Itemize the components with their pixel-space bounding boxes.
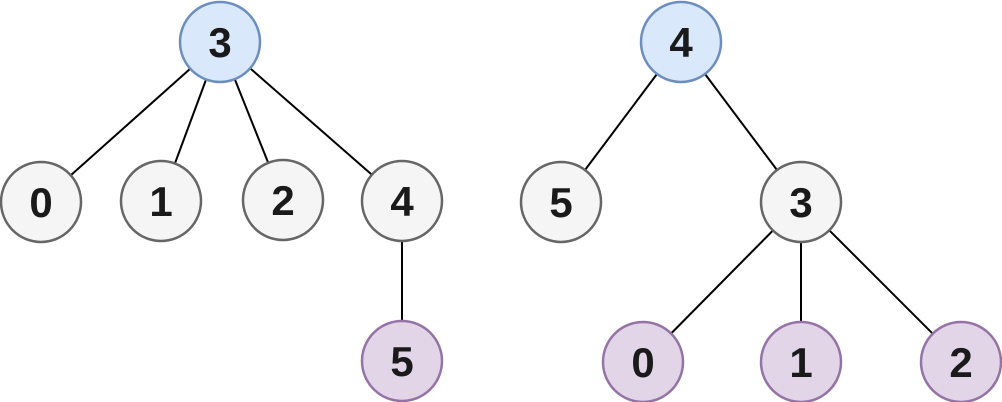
tree-edge-3-1 [173,79,208,164]
tree-node-label: 0 [29,179,52,226]
left-tree-node-5: 5 [360,319,444,402]
tree-node-circle [360,319,444,402]
tree-node-label: 4 [669,19,693,66]
tree-node-label: 5 [390,338,413,385]
tree-node-circle [759,160,843,244]
tree-node-circle [241,158,325,242]
tree-edge-3-0 [670,229,774,335]
tree-edge-3-0 [70,67,191,177]
tree-node-circle [639,0,723,84]
right-tree: 4 5 3 0 1 2 [519,0,1002,402]
tree-node-circle [601,320,685,402]
right-tree-node-1: 1 [759,320,843,402]
tree-node-label: 2 [271,177,294,224]
tree-node-label: 2 [949,339,972,386]
tree-node-label: 0 [631,339,654,386]
right-tree-node-3: 3 [759,160,843,244]
tree-edge-4-3 [704,73,778,171]
tree-node-circle [519,160,603,244]
tree-node-label: 5 [549,179,572,226]
left-tree-node-3: 3 [178,0,262,84]
left-tree-node-0: 0 [0,160,83,244]
tree-node-label: 4 [390,178,414,225]
tree-node-circle [759,320,843,402]
tree-edge-3-2 [233,78,270,164]
tree-node-circle [119,159,203,243]
tree-node-circle [0,160,83,244]
tree-node-circle [178,0,262,84]
left-tree-node-2: 2 [241,158,325,242]
tree-node-label: 1 [789,339,812,386]
right-tree-node-4: 4 [639,0,723,84]
tree-edge-3-4 [249,67,373,176]
right-tree-node-0: 0 [601,320,685,402]
right-tree-node-5: 5 [519,160,603,244]
tree-node-circle [919,320,1002,402]
tree-node-label: 3 [208,19,231,66]
tree-node-circle [360,159,444,243]
tree-node-label: 3 [789,179,812,226]
tree-node-label: 1 [149,178,172,225]
right-tree-node-2: 2 [919,320,1002,402]
left-tree-node-4: 4 [360,159,444,243]
left-tree: 3 0 1 2 4 5 [0,0,444,402]
left-tree-node-1: 1 [119,159,203,243]
tree-edge-3-2 [828,229,934,335]
tree-edge-4-5 [584,73,658,171]
